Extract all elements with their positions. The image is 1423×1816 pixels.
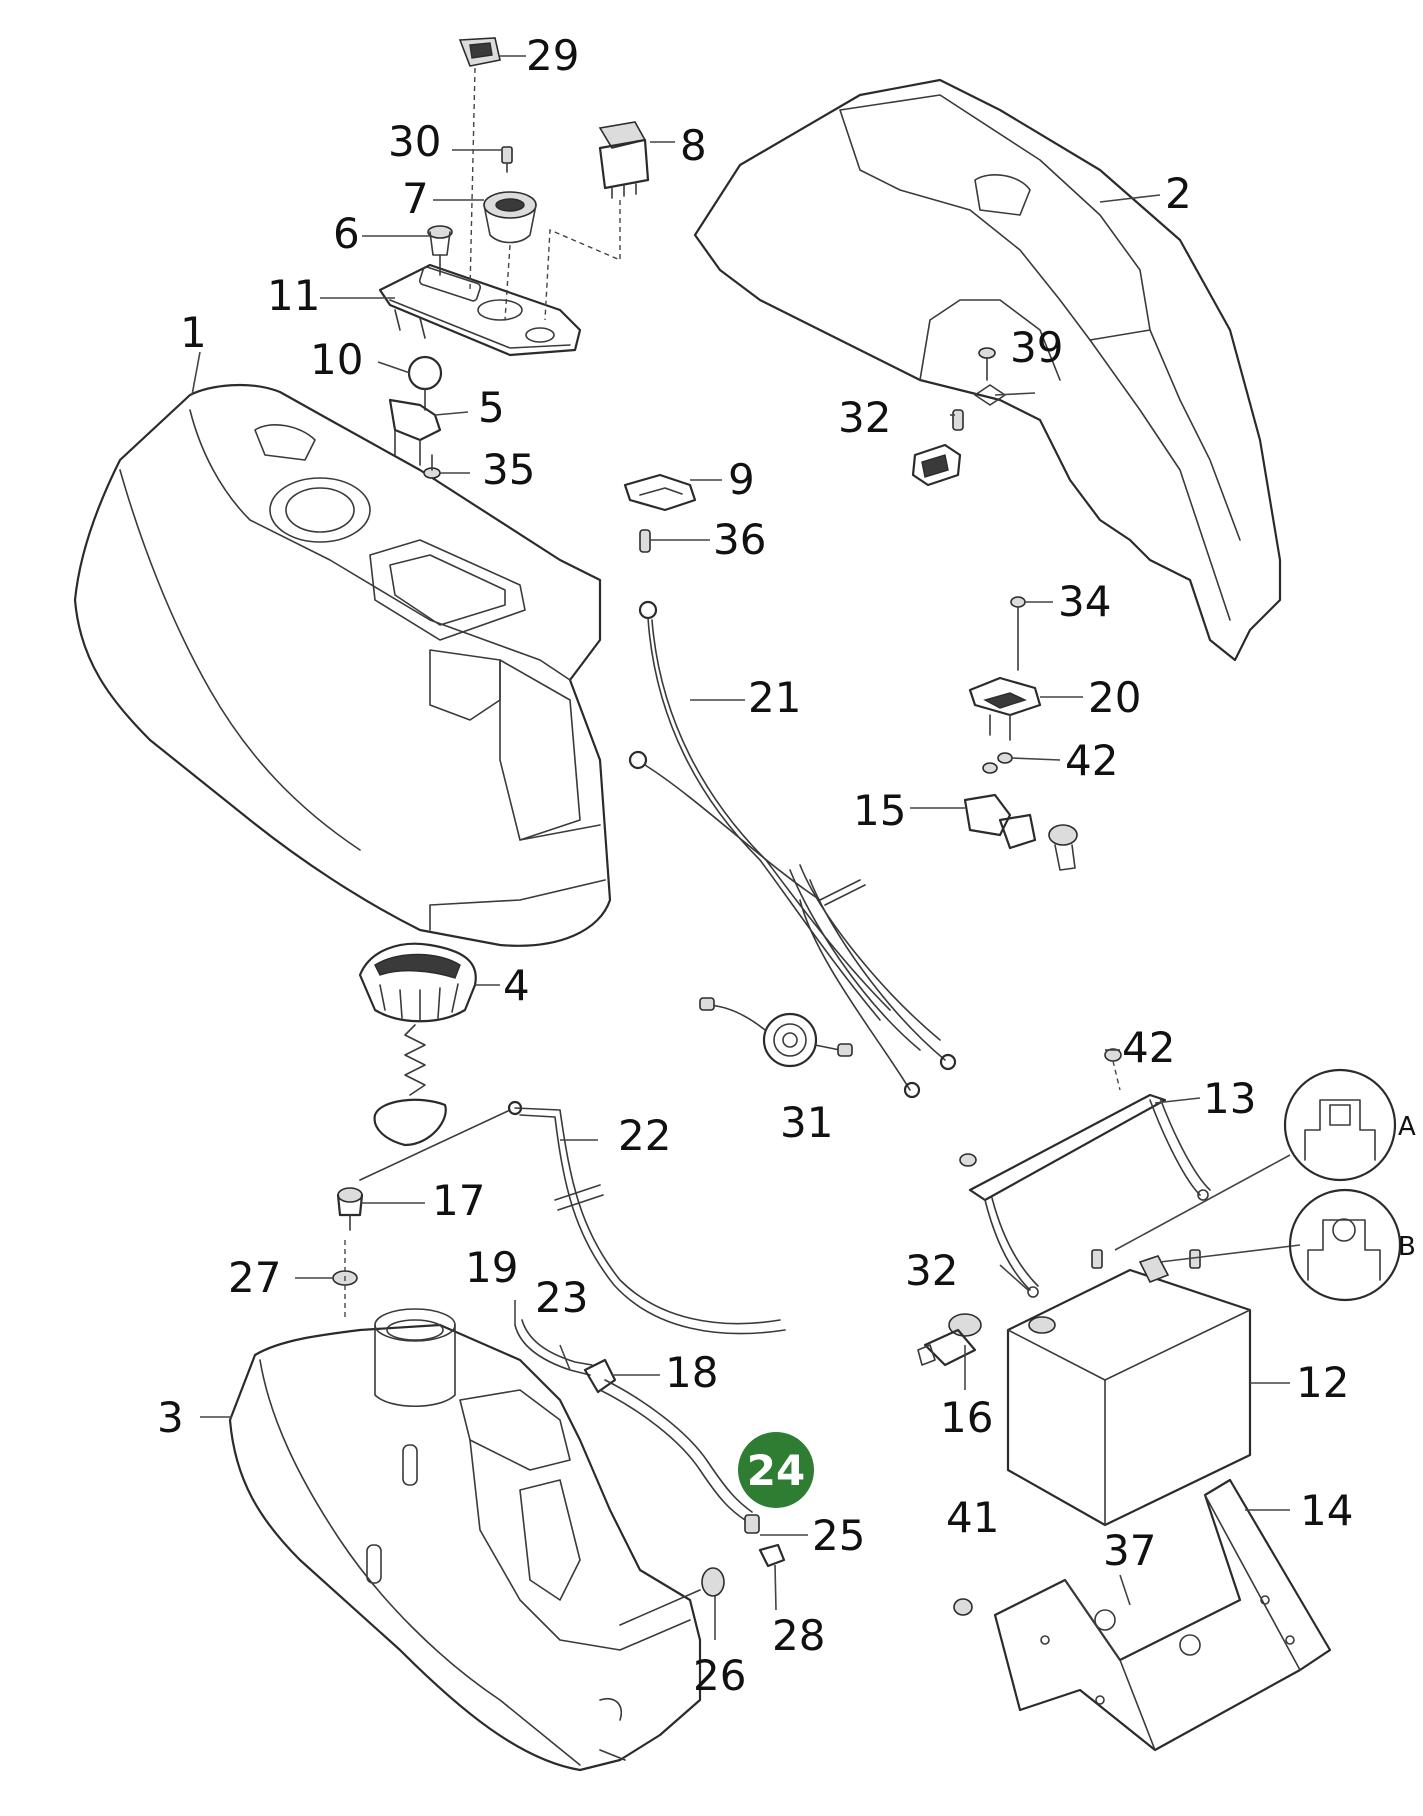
- part-32-upper-plug: [911, 409, 964, 487]
- part-30-clip: [501, 146, 513, 173]
- callout-24: 24: [747, 1446, 805, 1495]
- part-16-terminal: [917, 1313, 982, 1367]
- part-15-sensor: [963, 793, 1078, 871]
- part-34-screw: [1010, 596, 1026, 671]
- part-17-valve: [336, 1187, 364, 1231]
- callout-13: 13: [1203, 1074, 1256, 1123]
- callout-3: 3: [157, 1393, 184, 1442]
- part-11-switch-panel: [378, 263, 582, 357]
- part-24-fuel-line: [599, 1379, 753, 1521]
- part-36-pin: [639, 529, 651, 553]
- leader-lines: [191, 55, 1290, 1640]
- callout-32a: 32: [838, 393, 891, 442]
- callout-15: 15: [853, 786, 906, 835]
- callout-31: 31: [780, 1098, 833, 1147]
- callout-41: 41: [946, 1493, 999, 1542]
- part-28-fitting: [758, 1543, 786, 1568]
- callout-32b: 32: [905, 1246, 958, 1295]
- part-5-bracket: [388, 398, 442, 466]
- callout-19: 19: [465, 1243, 518, 1292]
- callout-42b: 42: [1122, 1023, 1175, 1072]
- part-10-knob: [407, 355, 443, 411]
- part-22-vent-hose: [359, 1100, 786, 1335]
- callout-16: 16: [940, 1393, 993, 1442]
- callout-23: 23: [535, 1273, 588, 1322]
- part-31-wire-coil: [699, 997, 853, 1068]
- callout-2: 2: [1165, 169, 1192, 218]
- part-26-grommet: [619, 1567, 725, 1626]
- part-2-rear-console: [693, 78, 1282, 662]
- callout-7: 7: [402, 174, 429, 223]
- callout-17: 17: [432, 1176, 485, 1225]
- detail-a-bubble: [1283, 1068, 1397, 1182]
- part-20-sender: [968, 676, 1042, 741]
- callout-11: 11: [267, 271, 320, 320]
- callout-5: 5: [478, 383, 505, 432]
- detail-a-label: A: [1398, 1112, 1416, 1142]
- part-42-lower-nut: [959, 1048, 1122, 1167]
- callout-37: 37: [1103, 1526, 1156, 1575]
- part-9-sensor: [623, 473, 697, 512]
- part-3-fuel-tank: [228, 1308, 702, 1772]
- part-4-fuel-cap: [358, 942, 477, 1147]
- highlight-callout-24[interactable]: 24: [738, 1432, 814, 1508]
- callout-12: 12: [1296, 1358, 1349, 1407]
- part-8-relay: [598, 121, 650, 199]
- callout-4: 4: [503, 961, 530, 1010]
- part-27-washer: [332, 1240, 358, 1320]
- callout-14: 14: [1300, 1486, 1353, 1535]
- callout-27: 27: [228, 1253, 281, 1302]
- callout-26: 26: [693, 1651, 746, 1700]
- callout-9: 9: [728, 455, 755, 504]
- callout-1: 1: [180, 308, 207, 357]
- callout-42a: 42: [1065, 736, 1118, 785]
- part-21-wiring-harness: [628, 600, 957, 1099]
- callout-30: 30: [388, 117, 441, 166]
- part-42-upper-nut: [982, 752, 1013, 774]
- callout-28: 28: [772, 1611, 825, 1660]
- part-25-connector: [744, 1514, 760, 1534]
- part-7-ignition-switch: [483, 191, 537, 244]
- callout-29: 29: [526, 31, 579, 80]
- part-35-screw: [423, 454, 441, 479]
- part-41-nut: [953, 1598, 973, 1616]
- callout-36: 36: [713, 515, 766, 564]
- callout-18: 18: [665, 1348, 718, 1397]
- callout-21: 21: [748, 673, 801, 722]
- callout-25: 25: [812, 1511, 865, 1560]
- callout-34: 34: [1058, 577, 1111, 626]
- part-6-button: [427, 225, 453, 276]
- detail-b-label: B: [1398, 1232, 1416, 1262]
- callout-22: 22: [618, 1111, 671, 1160]
- part-39-screw: [974, 347, 1006, 406]
- part-14-battery-tray: [993, 1478, 1332, 1752]
- callout-8: 8: [680, 121, 707, 170]
- callout-labels: 29 30 8 2 7 6 11 1 10 39 32 5 35 9 36 34…: [157, 31, 1416, 1700]
- part-13-holddown-bar: [968, 1093, 1211, 1202]
- callout-39: 39: [1010, 323, 1063, 372]
- detail-b-bubble: [1288, 1188, 1402, 1302]
- part-32-rod: [984, 1197, 1039, 1298]
- callout-35: 35: [482, 445, 535, 494]
- callout-10: 10: [310, 335, 363, 384]
- part-18-clamp: [583, 1358, 617, 1394]
- part-12-battery: [1006, 1249, 1252, 1527]
- highlight-badge: [738, 1432, 814, 1508]
- callout-6: 6: [333, 209, 360, 258]
- callout-20: 20: [1088, 673, 1141, 722]
- part-1-front-console: [73, 383, 612, 947]
- part-29-switch-cap: [458, 37, 501, 67]
